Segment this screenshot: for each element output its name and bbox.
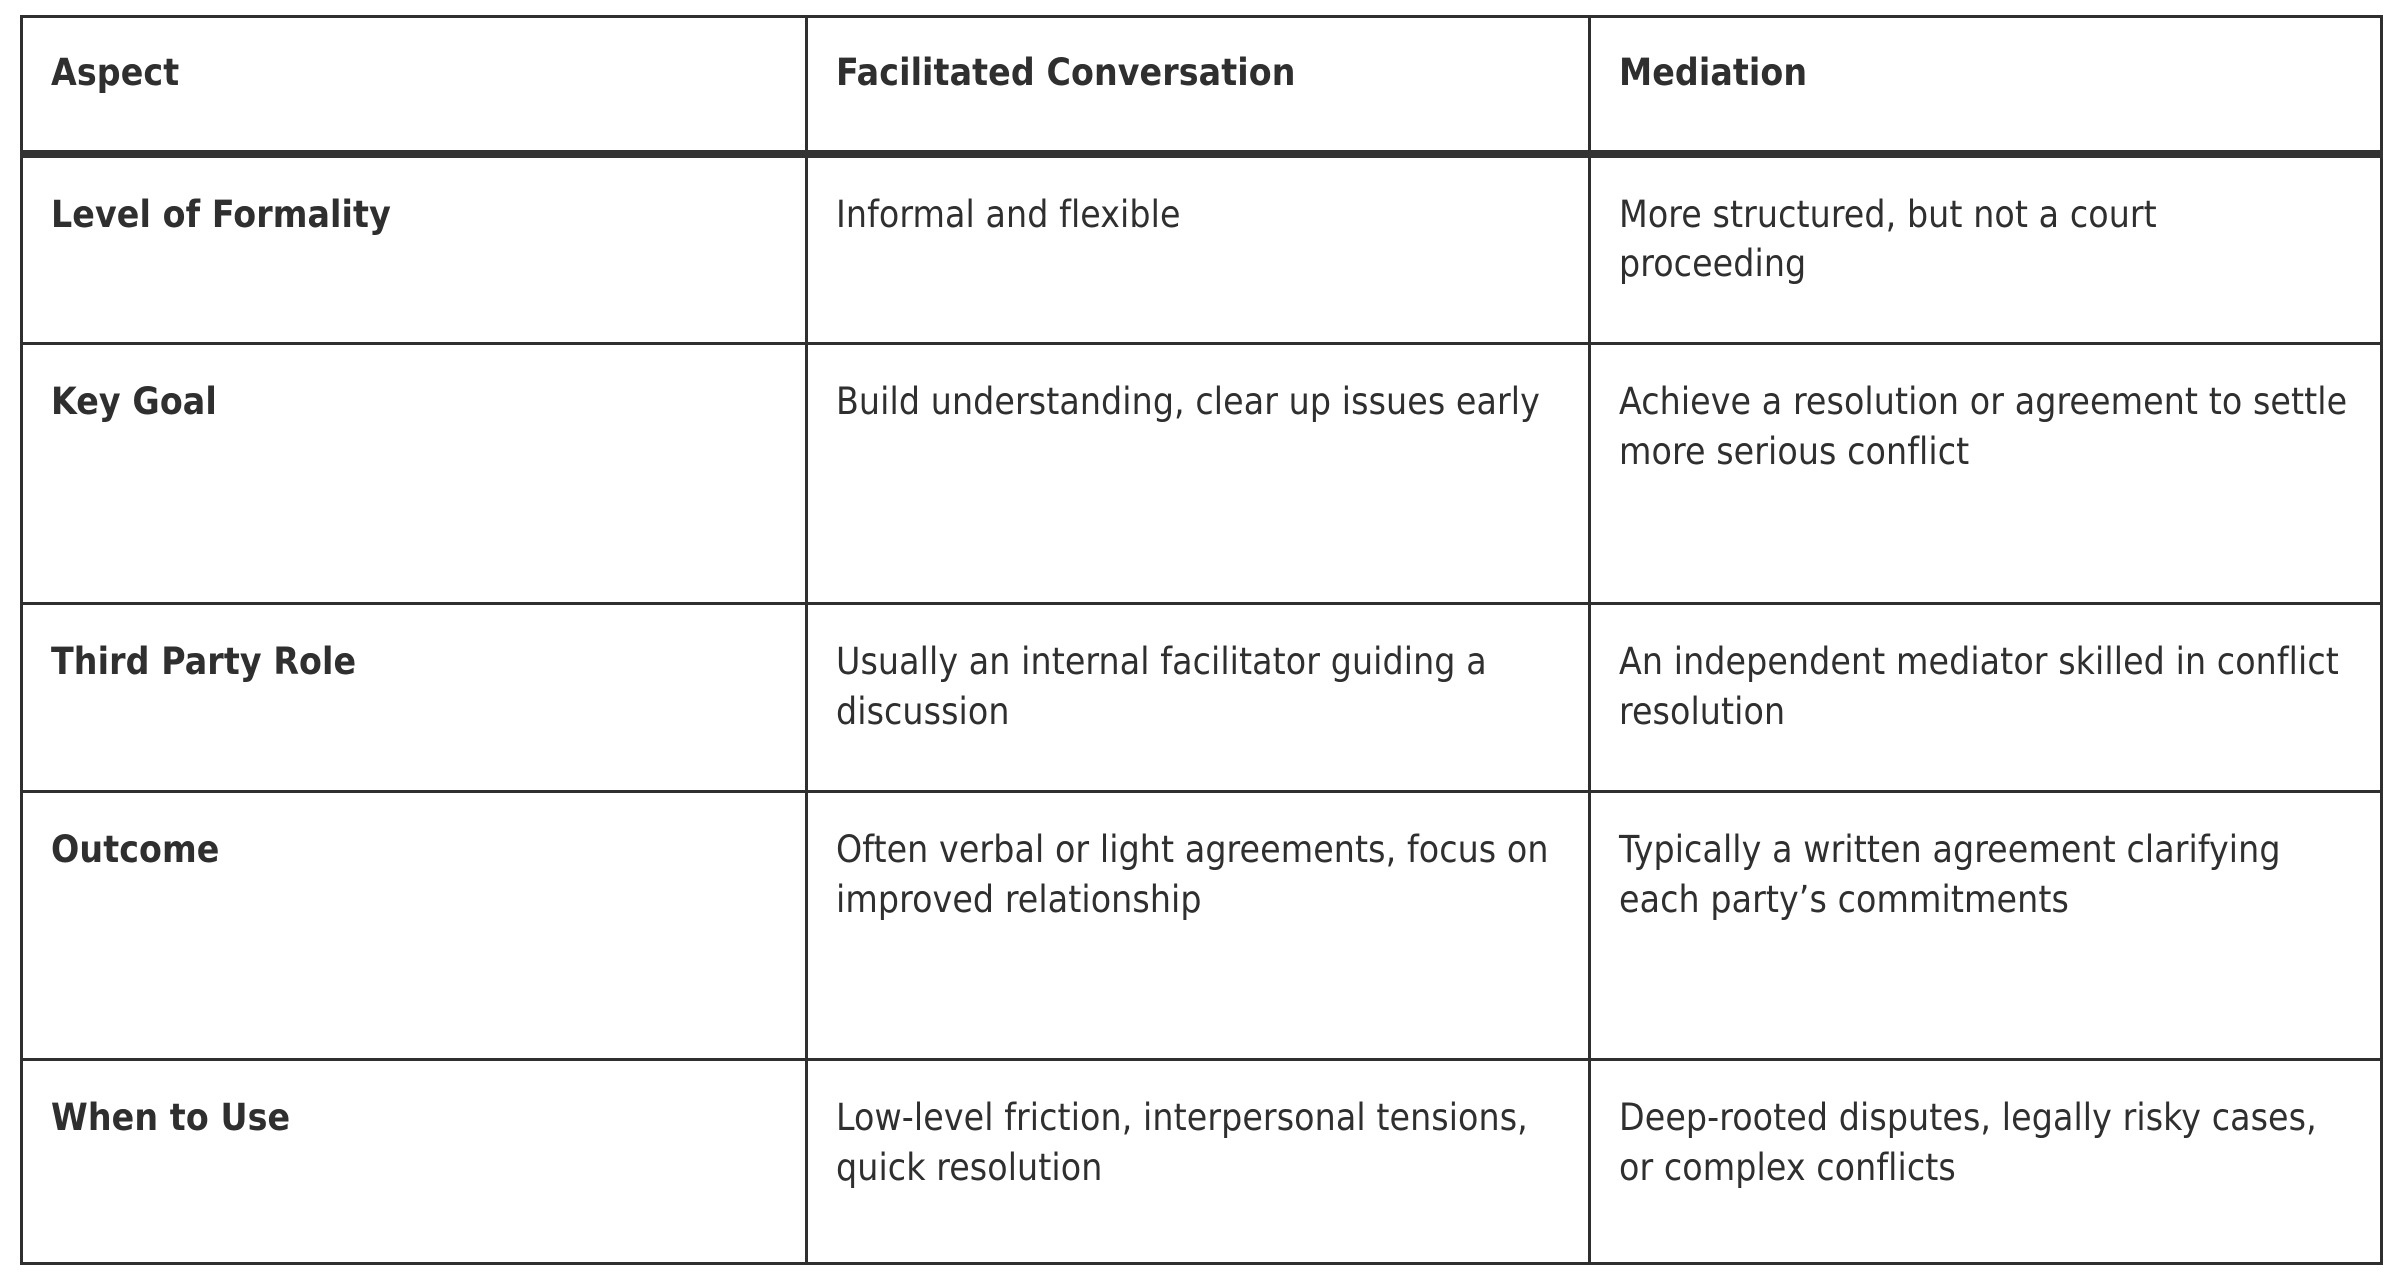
cell-mediation: Deep-rooted disputes, legally risky case…: [1588, 1058, 2383, 1264]
table-row: Level of Formality Informal and flexible…: [20, 153, 2383, 344]
cell-aspect: Outcome: [20, 790, 808, 1060]
cell-mediation: Typically a written agreement clarifying…: [1588, 790, 2383, 1060]
cell-aspect: When to Use: [20, 1058, 808, 1264]
column-header-mediation: Mediation: [1588, 16, 2383, 158]
cell-facilitated-conversation: Low-level friction, interpersonal tensio…: [805, 1058, 1591, 1264]
cell-facilitated-conversation: Usually an internal facilitator guiding …: [805, 602, 1591, 792]
cell-aspect: Key Goal: [20, 342, 808, 604]
table-row: Third Party Role Usually an internal fac…: [20, 602, 2383, 792]
cell-facilitated-conversation: Informal and flexible: [805, 153, 1591, 344]
comparison-table: Aspect Facilitated Conversation Mediatio…: [20, 15, 2383, 1266]
table-row: Outcome Often verbal or light agreements…: [20, 790, 2383, 1060]
cell-facilitated-conversation: Often verbal or light agreements, focus …: [805, 790, 1591, 1060]
table-row: When to Use Low-level friction, interper…: [20, 1058, 2383, 1264]
cell-aspect: Third Party Role: [20, 602, 808, 792]
cell-mediation: More structured, but not a court proceed…: [1588, 153, 2383, 344]
cell-facilitated-conversation: Build understanding, clear up issues ear…: [805, 342, 1591, 604]
table-header-row: Aspect Facilitated Conversation Mediatio…: [20, 16, 2383, 158]
table-body: Level of Formality Informal and flexible…: [20, 153, 2383, 1264]
cell-aspect: Level of Formality: [20, 153, 808, 344]
column-header-facilitated-conversation: Facilitated Conversation: [805, 16, 1591, 158]
cell-mediation: Achieve a resolution or agreement to set…: [1588, 342, 2383, 604]
column-header-aspect: Aspect: [20, 16, 808, 158]
table-header: Aspect Facilitated Conversation Mediatio…: [20, 16, 2383, 158]
cell-mediation: An independent mediator skilled in confl…: [1588, 602, 2383, 792]
comparison-table-container: Aspect Facilitated Conversation Mediatio…: [20, 15, 2383, 1266]
table-row: Key Goal Build understanding, clear up i…: [20, 342, 2383, 604]
